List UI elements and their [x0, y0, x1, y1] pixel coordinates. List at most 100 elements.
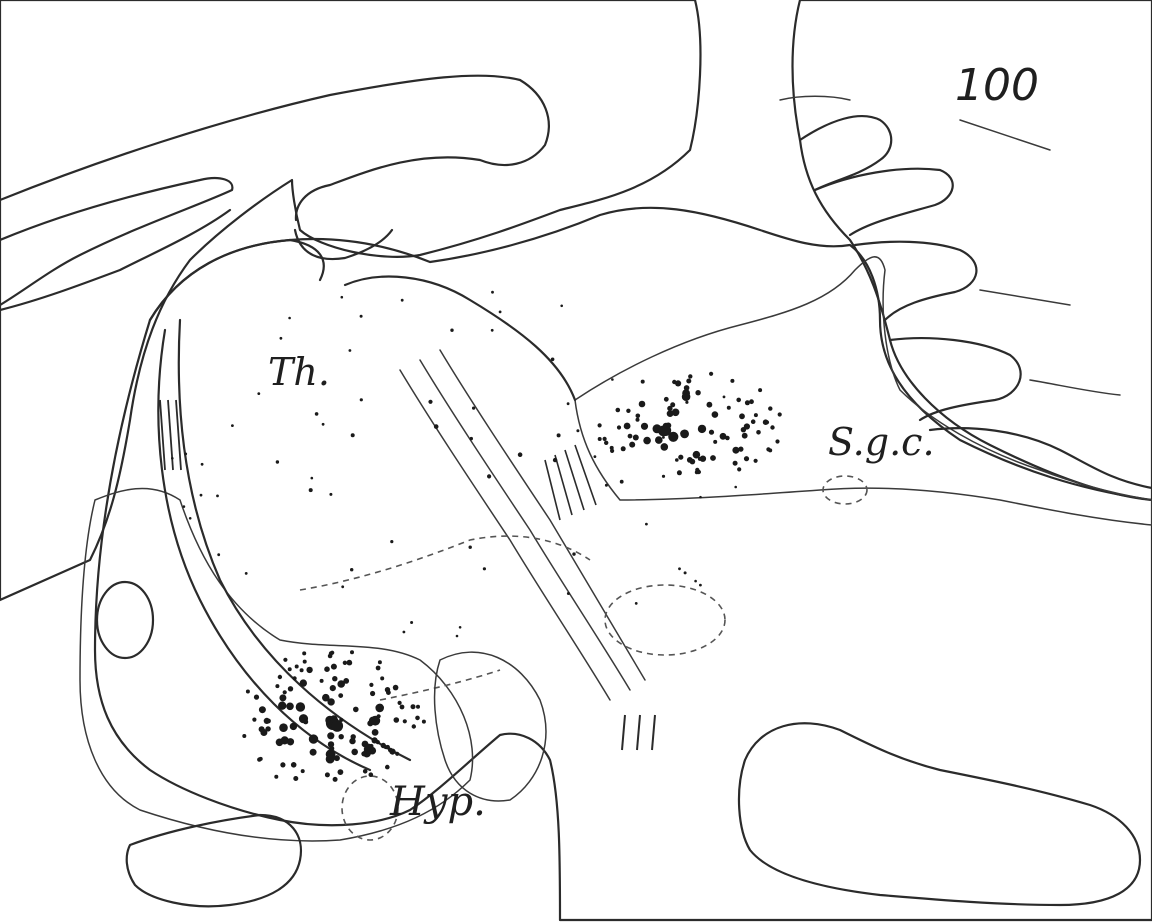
cell-dot: [768, 448, 772, 452]
cell-dot-small: [350, 568, 353, 571]
cell-dot: [680, 431, 684, 435]
cell-dot-small: [315, 412, 319, 416]
cell-dot: [624, 423, 631, 430]
cell-dot-small: [662, 436, 665, 439]
cell-dot-small: [567, 402, 570, 405]
cell-dot: [670, 402, 675, 407]
cell-dot: [667, 410, 674, 417]
cell-dot: [287, 738, 294, 745]
cell-dot-small: [560, 305, 563, 308]
cell-dot: [732, 447, 739, 454]
cell-dot: [636, 418, 640, 422]
cell-dot-small: [329, 493, 332, 496]
cell-dot-small: [309, 488, 313, 492]
cell-dot-small: [450, 329, 453, 332]
cell-dot-small: [341, 585, 344, 588]
cell-dot: [604, 441, 608, 445]
cell-dot: [616, 408, 621, 413]
cell-dot: [302, 651, 306, 655]
cell-dot: [275, 684, 279, 688]
cell-dot: [378, 660, 382, 664]
cell-dot: [678, 455, 683, 460]
cell-dot: [310, 749, 317, 756]
cell-dot: [276, 739, 284, 747]
cell-dot: [301, 769, 305, 773]
cell-dot: [775, 439, 779, 443]
label-griseum: S.g.c.: [828, 420, 935, 464]
cell-dot: [279, 723, 288, 732]
cell-dot: [283, 690, 287, 694]
cell-dot: [337, 680, 345, 688]
cell-dot: [768, 406, 772, 410]
cell-dot: [653, 424, 662, 433]
cell-dot: [369, 772, 374, 777]
cell-dot-small: [390, 540, 393, 543]
cell-dot: [415, 716, 420, 721]
cell-dot: [330, 715, 338, 723]
cell-dot: [688, 374, 692, 378]
cell-dot: [598, 423, 602, 427]
cell-dot: [327, 698, 334, 705]
cell-dot: [641, 423, 648, 430]
cell-dot-small: [183, 505, 186, 508]
cell-dot-small: [341, 296, 344, 299]
cell-dot-small: [699, 584, 702, 587]
cell-dot: [338, 693, 343, 698]
cell-dot: [384, 745, 388, 749]
cell-dot: [327, 732, 334, 739]
cell-dot: [709, 372, 713, 376]
cell-dot: [765, 420, 769, 424]
cell-dot: [416, 705, 420, 709]
cell-dot-small: [184, 453, 187, 456]
cell-dot: [259, 726, 265, 732]
cell-dot: [339, 718, 343, 722]
cell-dot: [288, 686, 293, 691]
cell-dot-small: [410, 621, 413, 624]
cell-dot: [385, 765, 390, 770]
cell-dot: [246, 690, 250, 694]
cell-dot: [725, 436, 730, 441]
cell-dot-small: [472, 407, 475, 410]
cell-dot: [697, 470, 701, 474]
cell-dot: [376, 666, 381, 671]
cell-dot-small: [401, 299, 404, 302]
cell-dot-small: [428, 400, 432, 404]
cell-dot-small: [499, 311, 502, 314]
cell-dot: [636, 414, 641, 419]
cell-dot: [744, 423, 750, 429]
cell-dot: [736, 398, 741, 403]
cell-dot: [293, 676, 297, 680]
cell-dot: [403, 719, 407, 723]
cell-dot: [338, 769, 344, 775]
cell-dot: [661, 443, 669, 451]
cell-dot-small: [434, 424, 439, 429]
cell-dot: [713, 440, 717, 444]
cell-dot: [264, 718, 270, 724]
cell-dot: [621, 446, 626, 451]
cell-dot: [733, 461, 738, 466]
cell-dot: [393, 685, 399, 691]
cell-dot: [291, 762, 297, 768]
cell-dot-small: [189, 517, 192, 520]
cell-dot: [366, 744, 372, 750]
cell-dot: [309, 734, 318, 743]
cell-dot: [254, 695, 259, 700]
cell-dot: [300, 668, 304, 672]
cell-dot: [274, 775, 278, 779]
label-thalamus: Th.: [268, 350, 330, 394]
cell-dot: [350, 650, 354, 654]
cell-dot-small: [201, 463, 204, 466]
cell-dot: [259, 706, 266, 713]
cell-dot: [626, 409, 630, 413]
cell-dot-small: [483, 567, 486, 570]
cell-dot-small: [276, 460, 279, 463]
cell-dot: [332, 676, 337, 681]
cell-dot: [737, 467, 741, 471]
cell-dot: [351, 749, 358, 756]
cell-dot: [329, 746, 334, 751]
cell-dot: [695, 390, 700, 395]
cell-dot: [744, 456, 749, 461]
cell-dot: [758, 388, 762, 392]
cell-dot-small: [694, 580, 697, 583]
cell-dot: [738, 447, 743, 452]
